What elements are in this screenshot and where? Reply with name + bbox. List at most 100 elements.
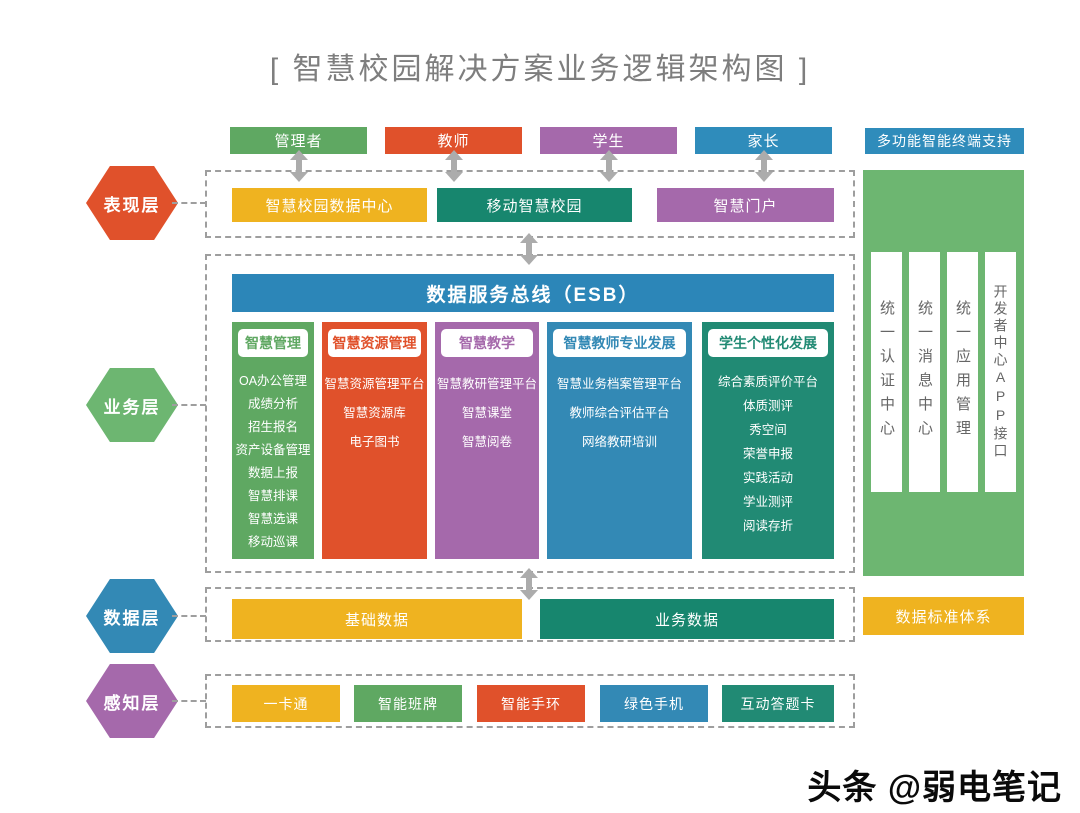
connector-line (172, 404, 206, 406)
column-item: 体质测评 (742, 399, 793, 413)
column-smart-resource-management: 智慧资源管理 智慧资源管理平台 智慧资源库 电子图书 (322, 322, 427, 559)
unified-services-panel: 统一认证中心 统一消息中心 统一应用管理 开发者中心APP接口 (863, 170, 1024, 576)
layer-badge-business: 业务层 (86, 368, 178, 442)
column-item: 招生报名 (247, 420, 298, 434)
column-item: 移动巡课 (247, 535, 298, 549)
actor-student: 学生 (540, 127, 677, 154)
business-data-box: 业务数据 (540, 599, 834, 639)
strip-label: 统一认证中心 (878, 300, 895, 444)
green-phone-box: 绿色手机 (600, 685, 708, 722)
data-layer-box: 基础数据 业务数据 (205, 587, 855, 642)
box-label: 智慧校园数据中心 (265, 197, 394, 215)
box-label: 绿色手机 (624, 695, 684, 712)
column-header: 智慧资源管理 (328, 329, 421, 357)
bidirectional-arrow-icon (755, 150, 773, 182)
mobile-smart-campus-box: 移动智慧校园 (437, 188, 632, 222)
layer-badge-label: 数据层 (103, 608, 161, 628)
column-items: 智慧资源管理平台 智慧资源库 电子图书 (322, 370, 427, 457)
column-item: 智慧排课 (247, 489, 298, 503)
data-standard-box: 数据标准体系 (863, 597, 1024, 635)
column-items: OA办公管理 成绩分析 招生报名 资产设备管理 数据上报 智慧排课 智慧选课 移… (232, 370, 314, 554)
layer-badge-perception: 感知层 (86, 664, 178, 738)
perception-layer-box: 一卡通 智能班牌 智能手环 绿色手机 互动答题卡 (205, 674, 855, 728)
column-item: 阅读存折 (742, 519, 793, 533)
layer-badge-presentation: 表现层 (86, 166, 178, 240)
column-item: 智慧业务档案管理平台 (556, 377, 682, 391)
column-header: 智慧教学 (441, 329, 533, 357)
column-item: 数据上报 (247, 466, 298, 480)
smart-campus-data-center-box: 智慧校园数据中心 (232, 188, 427, 222)
column-item: 网络教研培训 (581, 435, 657, 449)
column-header: 智慧管理 (238, 329, 308, 357)
column-header: 智慧教师专业发展 (553, 329, 686, 357)
actor-teacher: 教师 (385, 127, 522, 154)
column-smart-teaching: 智慧教学 智慧教研管理平台 智慧课堂 智慧阅卷 (435, 322, 539, 559)
connector-line (172, 700, 206, 702)
strip-label: 统一消息中心 (916, 300, 933, 444)
box-label: 智能手环 (501, 695, 561, 712)
one-card-box: 一卡通 (232, 685, 340, 722)
smart-class-sign-box: 智能班牌 (354, 685, 462, 722)
bidirectional-arrow-icon (600, 150, 618, 182)
esb-bus-bar: 数据服务总线（ESB） (232, 274, 834, 312)
column-item: 学业测评 (742, 495, 793, 509)
column-item: 智慧选课 (247, 512, 298, 526)
column-item: 实践活动 (742, 471, 793, 485)
column-item: 智慧教研管理平台 (436, 377, 537, 391)
layer-badge-label: 业务层 (103, 397, 161, 417)
bidirectional-arrow-icon (520, 568, 538, 600)
column-items: 综合素质评价平台 体质测评 秀空间 荣誉申报 实践活动 学业测评 阅读存折 (702, 370, 834, 538)
connector-line (172, 615, 206, 617)
strip-label: 统一应用管理 (954, 300, 971, 444)
interactive-answer-card-box: 互动答题卡 (722, 685, 834, 722)
box-label: 业务数据 (654, 611, 719, 629)
actor-label: 教师 (437, 133, 470, 150)
column-item: 智慧资源库 (343, 406, 406, 420)
box-label: 基础数据 (344, 611, 409, 629)
column-smart-management: 智慧管理 OA办公管理 成绩分析 招生报名 资产设备管理 数据上报 智慧排课 智… (232, 322, 314, 559)
column-teacher-development: 智慧教师专业发展 智慧业务档案管理平台 教师综合评估平台 网络教研培训 (547, 322, 692, 559)
box-label: 移动智慧校园 (486, 197, 583, 215)
column-student-development: 学生个性化发展 综合素质评价平台 体质测评 秀空间 荣誉申报 实践活动 学业测评… (702, 322, 834, 559)
column-item: 综合素质评价平台 (717, 375, 818, 389)
terminal-support-box: 多功能智能终端支持 (865, 128, 1024, 154)
column-item: 荣誉申报 (742, 447, 793, 461)
actor-label: 管理者 (274, 133, 323, 150)
column-items: 智慧教研管理平台 智慧课堂 智慧阅卷 (435, 370, 539, 457)
column-item: 智慧课堂 (461, 406, 512, 420)
strip-unified-app-management: 统一应用管理 (947, 252, 978, 492)
presentation-layer-box: 智慧校园数据中心 移动智慧校园 智慧门户 (205, 170, 855, 238)
layer-badge-label: 表现层 (103, 195, 161, 215)
column-item: 电子图书 (349, 435, 400, 449)
box-label: 智慧门户 (713, 197, 778, 215)
column-header: 学生个性化发展 (708, 329, 828, 357)
terminal-support-label: 多功能智能终端支持 (877, 133, 1012, 149)
strip-unified-auth-center: 统一认证中心 (871, 252, 902, 492)
connector-line (172, 202, 206, 204)
actor-admin: 管理者 (230, 127, 367, 154)
box-label: 数据标准体系 (895, 608, 992, 626)
strip-developer-center-api: 开发者中心APP接口 (985, 252, 1016, 492)
business-layer-box: 数据服务总线（ESB） 智慧管理 OA办公管理 成绩分析 招生报名 资产设备管理… (205, 254, 855, 573)
esb-label: 数据服务总线（ESB） (426, 284, 640, 306)
box-label: 一卡通 (263, 695, 309, 712)
column-item: 智慧阅卷 (461, 435, 512, 449)
watermark-text: 头条 @弱电笔记 (807, 769, 1062, 807)
actor-label: 家长 (747, 133, 780, 150)
strip-label: 开发者中心APP接口 (992, 284, 1009, 460)
smart-portal-box: 智慧门户 (657, 188, 834, 222)
diagram-title: [ 智慧校园解决方案业务逻辑架构图 ] (269, 53, 811, 86)
bidirectional-arrow-icon (290, 150, 308, 182)
column-item: 成绩分析 (247, 397, 298, 411)
column-item: 教师综合评估平台 (569, 406, 670, 420)
actor-label: 学生 (592, 133, 625, 150)
box-label: 互动答题卡 (740, 695, 816, 712)
layer-badge-label: 感知层 (103, 693, 161, 713)
basic-data-box: 基础数据 (232, 599, 522, 639)
column-item: 秀空间 (749, 423, 787, 437)
smart-wristband-box: 智能手环 (477, 685, 585, 722)
bidirectional-arrow-icon (445, 150, 463, 182)
column-items: 智慧业务档案管理平台 教师综合评估平台 网络教研培训 (547, 370, 692, 457)
column-item: OA办公管理 (238, 374, 308, 388)
